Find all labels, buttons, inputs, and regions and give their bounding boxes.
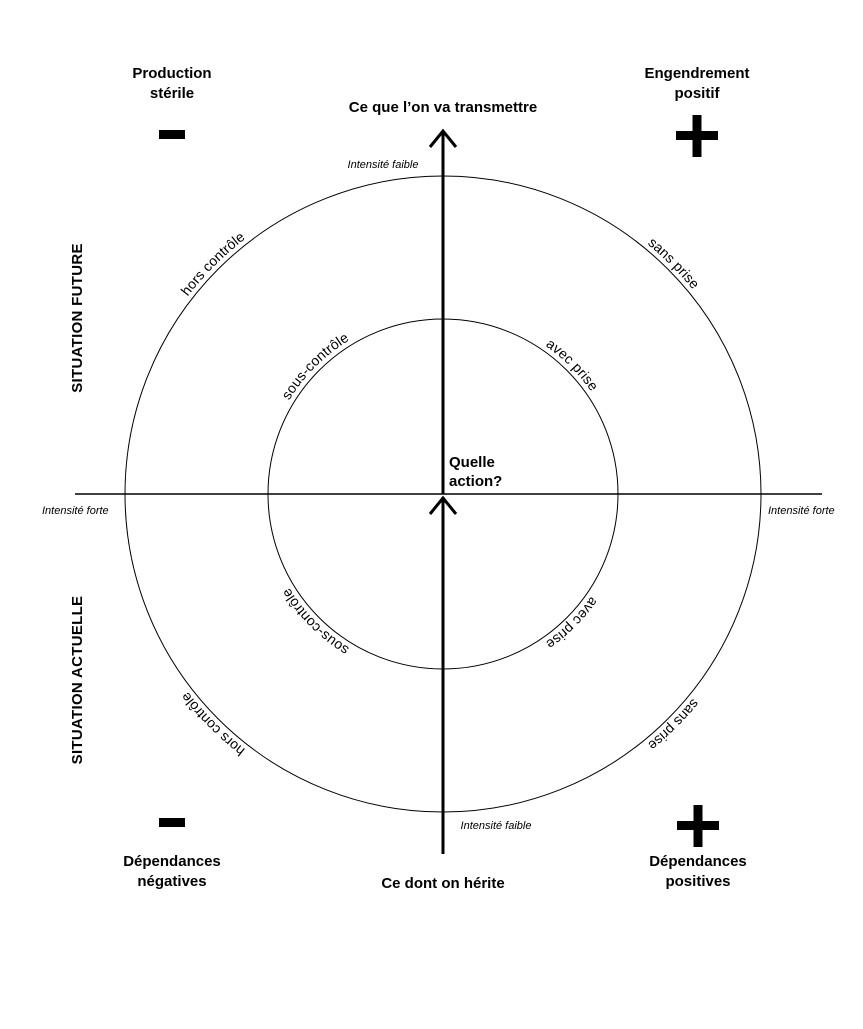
arrow-up-center-icon	[428, 495, 458, 515]
axis-bottom-label: Ce dont on hérite	[381, 875, 504, 892]
outer-ring-label-top-left: hors contrôle	[177, 228, 247, 298]
center-label-line1: Quelle	[449, 454, 495, 471]
corner-top-right-line2: positif	[675, 85, 721, 102]
intensity-left-label: Intensité forte	[42, 505, 109, 517]
inner-ring-label-top-right: avec prise	[543, 335, 602, 394]
inner-ring-label-top-left: sous-contrôle	[278, 329, 351, 402]
intensity-right-label: Intensité forte	[768, 505, 835, 517]
outer-ring-label-bottom-right: sans prise	[645, 696, 703, 754]
corner-bottom-left-line1: Dépendances	[123, 853, 221, 870]
center-label-line2: action?	[449, 473, 502, 490]
axis-top-label: Ce que l’on va transmettre	[349, 99, 537, 116]
plus-icon	[677, 805, 719, 847]
corner-top-left-line1: Production	[132, 65, 211, 82]
corner-top-right-line1: Engendrement	[644, 65, 749, 82]
plus-icon	[676, 115, 718, 157]
intensity-top-label: Intensité faible	[348, 159, 419, 171]
outer-ring-label-bottom-left: hors contrôle	[177, 689, 247, 759]
inner-ring-label-bottom-left: sous-contrôle	[278, 586, 351, 659]
arrow-up-icon	[428, 128, 458, 148]
minus-icon	[159, 818, 185, 827]
inner-ring-label-bottom-right: avec prise	[543, 594, 602, 653]
side-label-current: SITUATION ACTUELLE	[69, 596, 86, 765]
outer-ring-label-top-right: sans prise	[645, 234, 703, 292]
side-label-future: SITUATION FUTURE	[69, 243, 86, 393]
intensity-bottom-label: Intensité faible	[461, 820, 532, 832]
minus-icon	[159, 130, 185, 139]
corner-bottom-left-line2: négatives	[137, 873, 206, 890]
corner-bottom-right-line1: Dépendances	[649, 853, 747, 870]
corner-top-left-line2: stérile	[150, 85, 194, 102]
corner-bottom-right-line2: positives	[665, 873, 730, 890]
